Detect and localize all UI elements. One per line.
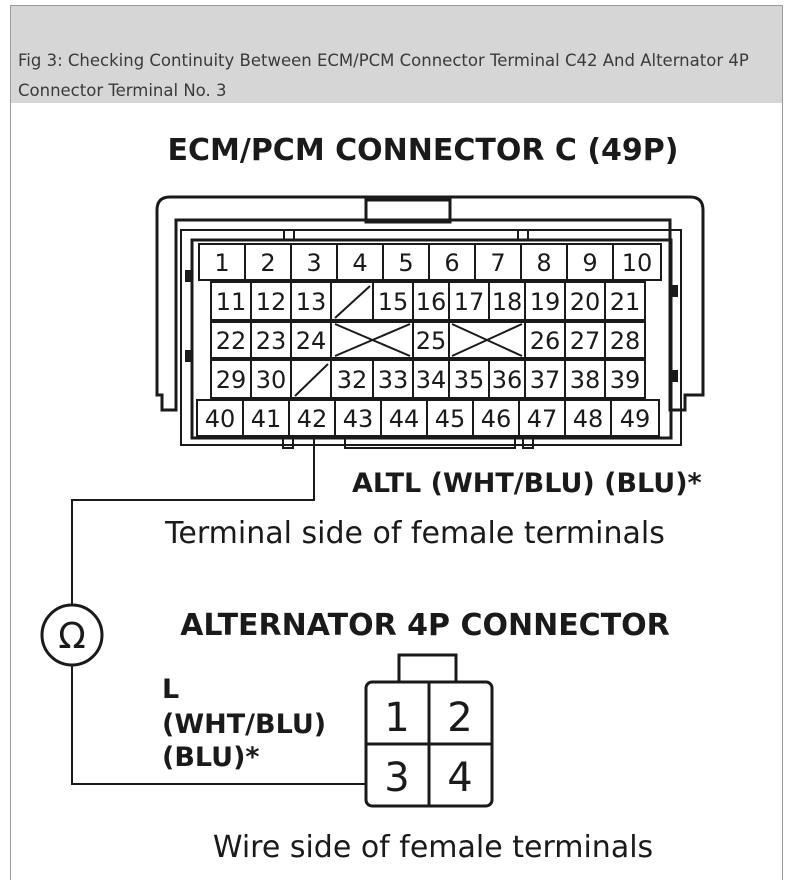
ecm-terminal-label: 30 <box>256 366 287 394</box>
alternator-connector-title: ALTERNATOR 4P CONNECTOR <box>180 608 670 643</box>
ohmmeter-circle <box>40 603 104 667</box>
alternator-view-label: Wire side of female terminals <box>213 830 653 865</box>
ecm-terminal-label: 1 <box>214 249 229 277</box>
ecm-terminal-label: 44 <box>389 405 420 433</box>
alternator-terminal-label: 4 <box>447 755 472 801</box>
ecm-terminal-label: 25 <box>416 327 447 355</box>
ecm-terminal-label: 23 <box>256 327 287 355</box>
ecm-terminal-label: 4 <box>352 249 367 277</box>
ohm-symbol-icon: Ω <box>58 616 86 657</box>
ecm-row-5 <box>196 399 660 437</box>
ecm-terminal-label: 18 <box>492 288 523 316</box>
ecm-terminal-label: 48 <box>573 405 604 433</box>
ecm-terminal-label: 21 <box>610 288 641 316</box>
alternator-terminal-label: 1 <box>384 695 409 741</box>
alternator-terminal-label: 3 <box>384 755 409 801</box>
ecm-terminal-label: 37 <box>530 366 561 394</box>
ecm-terminal-label: 10 <box>622 249 653 277</box>
ecm-wire-label: ALTL (WHT/BLU) (BLU)* <box>352 468 702 499</box>
ecm-terminal-label: 45 <box>435 405 466 433</box>
ecm-terminal-label: 6 <box>444 249 459 277</box>
figure-caption: Fig 3: Checking Continuity Between ECM/P… <box>18 51 749 100</box>
ecm-terminal-label: 49 <box>620 405 651 433</box>
ecm-terminal-label: 40 <box>205 405 236 433</box>
ecm-terminal-label: 29 <box>216 366 247 394</box>
ecm-terminal-label: 34 <box>416 366 447 394</box>
test-lead-wire <box>71 436 366 785</box>
ecm-terminal-label: 35 <box>454 366 485 394</box>
ecm-terminal-label: 27 <box>570 327 601 355</box>
alternator-wire-label-line: (BLU)* <box>162 742 260 773</box>
ecm-terminal-label: 3 <box>306 249 321 277</box>
ecm-terminal-label: 20 <box>570 288 601 316</box>
ecm-terminal-label: 12 <box>256 288 287 316</box>
ecm-terminal-label: 8 <box>536 249 551 277</box>
alternator-wire-label-line: L <box>162 674 179 705</box>
ecm-terminal-labels: 1 2 3 4 5 6 7 8 9 10 11 12 13 15 16 17 1… <box>205 249 653 433</box>
ecm-terminal-label: 19 <box>530 288 561 316</box>
ecm-terminal-label: 41 <box>251 405 282 433</box>
ecm-terminal-label: 9 <box>582 249 597 277</box>
ecm-terminal-label: 26 <box>530 327 561 355</box>
ecm-terminal-label: 46 <box>481 405 512 433</box>
ecm-terminal-label: 24 <box>296 327 327 355</box>
alternator-connector-housing <box>364 653 494 808</box>
ecm-terminal-label: 5 <box>398 249 413 277</box>
ecm-terminal-label: 47 <box>527 405 558 433</box>
caption-bar <box>11 6 782 103</box>
ecm-terminal-label: 28 <box>610 327 641 355</box>
ecm-terminal-label: 38 <box>570 366 601 394</box>
ecm-view-label: Terminal side of female terminals <box>164 516 665 551</box>
alternator-terminal-labels: 1 2 3 4 <box>384 695 472 801</box>
ecm-row-2 <box>210 281 646 321</box>
ecm-row-1 <box>198 243 662 281</box>
ecm-terminal-label: 22 <box>216 327 247 355</box>
ecm-terminal-label: 43 <box>343 405 374 433</box>
ecm-connector-latches <box>185 270 678 382</box>
ecm-terminal-label: 11 <box>216 288 247 316</box>
ecm-terminal-label: 7 <box>490 249 505 277</box>
ecm-terminal-label: 13 <box>296 288 327 316</box>
ecm-terminal-label: 42 <box>297 405 328 433</box>
ecm-terminal-label: 17 <box>454 288 485 316</box>
alternator-terminal-label: 2 <box>447 695 472 741</box>
ecm-terminal-grid <box>196 243 662 437</box>
ecm-empty-cavity-marks <box>294 285 523 397</box>
ecm-terminal-label: 15 <box>378 288 409 316</box>
ecm-terminal-label: 2 <box>260 249 275 277</box>
ecm-connector-housing <box>155 195 705 449</box>
ecm-row-3 <box>210 321 646 359</box>
ecm-terminal-label: 33 <box>378 366 409 394</box>
alternator-wire-label: L (WHT/BLU) (BLU)* <box>162 674 326 773</box>
ecm-row-4 <box>210 359 646 399</box>
ecm-terminal-label: 16 <box>416 288 447 316</box>
ecm-terminal-label: 32 <box>337 366 368 394</box>
ecm-terminal-label: 36 <box>492 366 523 394</box>
ecm-terminal-label: 39 <box>610 366 641 394</box>
alternator-wire-label-line: (WHT/BLU) <box>162 709 326 740</box>
ecm-connector-title: ECM/PCM CONNECTOR C (49P) <box>168 133 679 168</box>
ohmmeter: Ω <box>40 603 104 667</box>
